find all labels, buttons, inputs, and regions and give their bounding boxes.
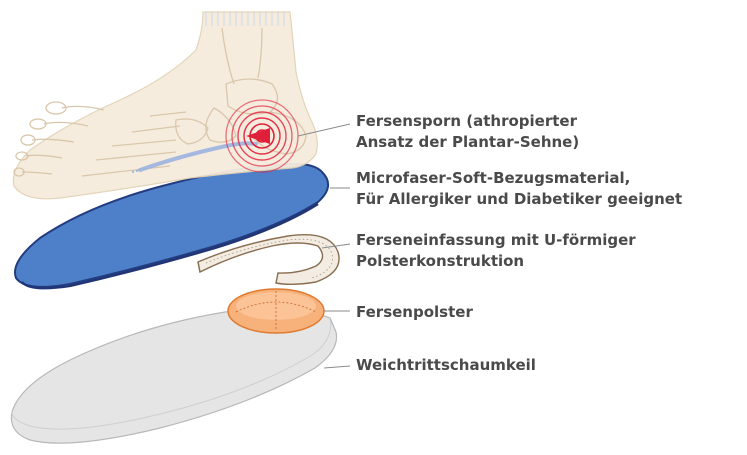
top-cover-label-line2: Für Allergiker und Diabetiker geeignet bbox=[356, 189, 682, 210]
heel-spur-label-line1: Fersensporn (athropierter bbox=[356, 111, 579, 132]
heel-cup-label: Ferseneinfassung mit U-förmiger Polsterk… bbox=[356, 230, 636, 272]
foam-wedge-label: Weichtrittschaumkeil bbox=[356, 355, 536, 376]
heel-pad bbox=[228, 289, 324, 333]
heel-spur-label: Fersensporn (athropierter Ansatz der Pla… bbox=[356, 111, 579, 153]
top-cover-label: Microfaser-Soft-Bezugsmaterial, Für Alle… bbox=[356, 168, 682, 210]
heel-pad-label: Fersenpolster bbox=[356, 302, 473, 323]
heel-cup-label-line1: Ferseneinfassung mit U-förmiger bbox=[356, 230, 636, 251]
foam-wedge-label-line1: Weichtrittschaumkeil bbox=[356, 355, 536, 376]
heel-cup-label-line2: Polsterkonstruktion bbox=[356, 251, 636, 272]
heel-spur-label-line2: Ansatz der Plantar-Sehne) bbox=[356, 132, 579, 153]
top-cover-label-line1: Microfaser-Soft-Bezugsmaterial, bbox=[356, 168, 682, 189]
heel-pad-label-line1: Fersenpolster bbox=[356, 302, 473, 323]
